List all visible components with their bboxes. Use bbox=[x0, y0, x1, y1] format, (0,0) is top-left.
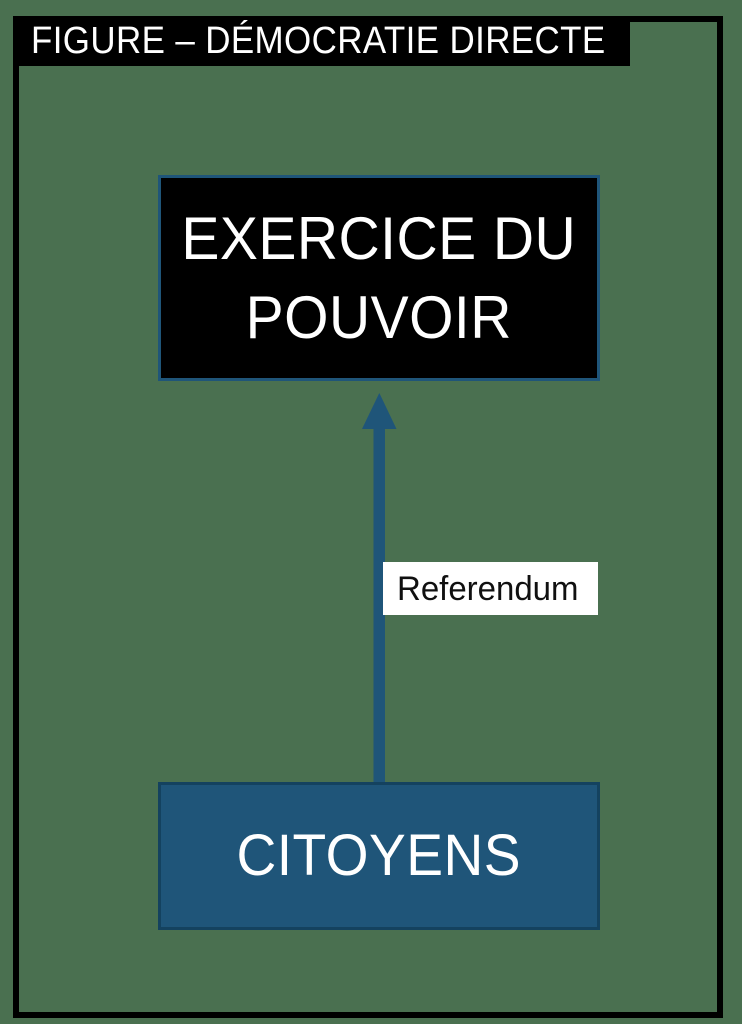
node-label: CITOYENS bbox=[236, 823, 522, 888]
edge-label-text: Referendum bbox=[397, 569, 579, 608]
figure-title: FIGURE – DÉMOCRATIE DIRECTE bbox=[31, 20, 606, 62]
node-label: EXERCICE DU POUVOIR bbox=[181, 204, 577, 351]
arrow-up-icon bbox=[362, 393, 397, 788]
figure-title-bar: FIGURE – DÉMOCRATIE DIRECTE bbox=[14, 16, 630, 66]
node-exercice-du-pouvoir: EXERCICE DU POUVOIR bbox=[158, 175, 600, 381]
node-citoyens: CITOYENS bbox=[158, 782, 600, 930]
edge-label-referendum: Referendum bbox=[383, 562, 598, 615]
